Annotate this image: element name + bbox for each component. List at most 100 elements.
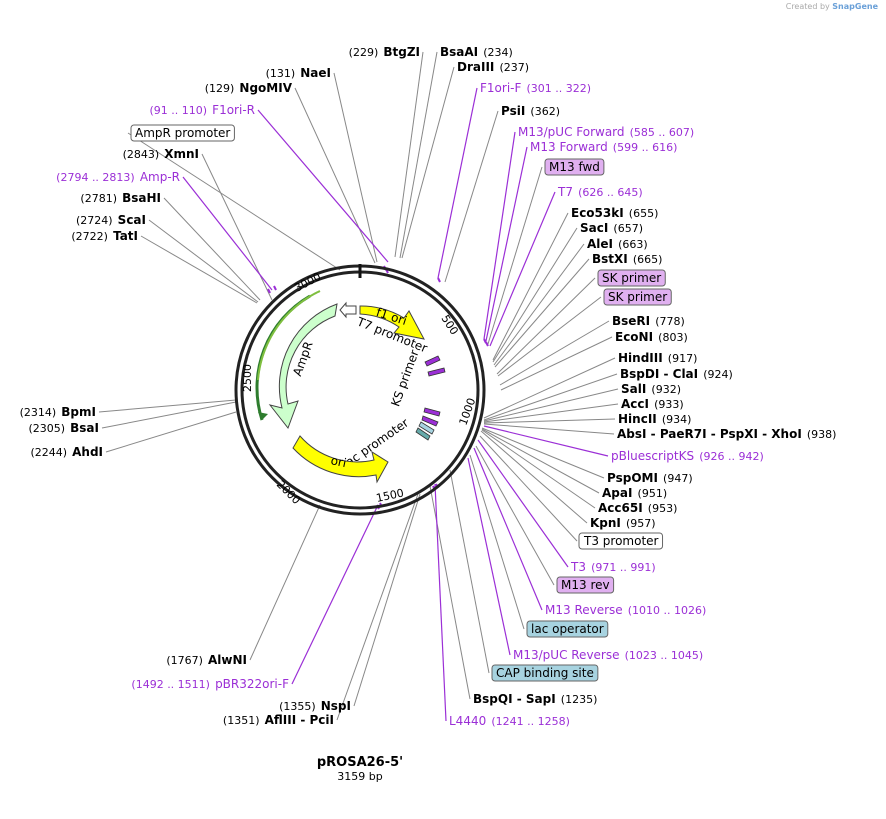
annotation-bsaai: BsaAI (234) bbox=[440, 45, 513, 59]
position-naei: (131) bbox=[266, 67, 296, 80]
annotation-sk-primer: SK primer bbox=[603, 288, 672, 306]
name-bsai: BsaI bbox=[70, 421, 99, 435]
leader-line-apai bbox=[481, 428, 600, 494]
position-bseri: (778) bbox=[655, 315, 685, 328]
position-kpni: (957) bbox=[626, 517, 656, 530]
annotation-draiii: DraIII (237) bbox=[457, 60, 529, 74]
leader-line-t3-promoter bbox=[479, 435, 578, 542]
leader-line-hincii bbox=[483, 418, 616, 424]
label-apai: ApaI (951) bbox=[602, 482, 667, 501]
name-xmni: XmnI bbox=[164, 147, 199, 161]
name-m13-reverse: M13 Reverse bbox=[545, 603, 623, 617]
name-alwni: AlwNI bbox=[208, 653, 247, 667]
label-alei: AleI (663) bbox=[587, 233, 648, 252]
feature-label-sk-primer: SK primer bbox=[608, 290, 667, 304]
credit-prefix: Created by bbox=[785, 2, 830, 11]
name-bseri: BseRI bbox=[612, 314, 650, 328]
label-m13-forward: M13 Forward (599 .. 616) bbox=[530, 136, 677, 155]
position-apai: (951) bbox=[638, 487, 668, 500]
name-tati: TatI bbox=[113, 229, 138, 243]
position-hincii: (934) bbox=[662, 413, 692, 426]
label-l4440: L4440 (1241 .. 1258) bbox=[449, 710, 570, 729]
annotation-f1ori-r: (91 .. 110) F1ori-R bbox=[150, 99, 255, 118]
name-amp-r: Amp-R bbox=[140, 170, 180, 184]
leader-line-tati bbox=[140, 235, 258, 304]
feature-label-t3-promoter: T3 promoter bbox=[583, 534, 659, 548]
leader-line-xmni bbox=[201, 153, 273, 301]
name-f1ori-f: F1ori-F bbox=[480, 81, 521, 95]
leader-line-t3 bbox=[477, 439, 569, 568]
name-acc65i: Acc65I bbox=[598, 501, 643, 515]
annotation-m13-puc-forward: M13/pUC Forward (585 .. 607) bbox=[518, 125, 694, 139]
label-m13-puc-reverse: M13/pUC Reverse (1023 .. 1045) bbox=[513, 644, 703, 663]
name-draiii: DraIII bbox=[457, 60, 494, 74]
label-absi-paer7i-pspxi-xhoi: AbsI - PaeR7I - PspXI - XhoI (938) bbox=[617, 423, 836, 442]
annotation-absi-paer7i-pspxi-xhoi: AbsI - PaeR7I - PspXI - XhoI (938) bbox=[617, 423, 836, 442]
feature-ori: ori bbox=[292, 435, 389, 484]
tick-2500: 2500 bbox=[241, 364, 254, 392]
leader-line-bsaai bbox=[399, 51, 438, 259]
feature-label-ampr-promoter: AmpR promoter bbox=[135, 126, 230, 140]
leader-line-amp-r bbox=[182, 176, 273, 291]
label-naei: (131) NaeI bbox=[266, 62, 331, 81]
position-scai: (2724) bbox=[76, 214, 113, 227]
position-alei: (663) bbox=[618, 238, 648, 251]
feature-ampr: AmpR bbox=[255, 290, 338, 430]
label-ngomiv: (129) NgoMIV bbox=[205, 77, 293, 96]
name-sali: SalI bbox=[621, 382, 646, 396]
name-saci: SacI bbox=[580, 221, 608, 235]
label-alwni: (1767) AlwNI bbox=[166, 649, 247, 668]
name-psii: PsiI bbox=[501, 104, 525, 118]
annotation-m13-reverse: M13 Reverse (1010 .. 1026) bbox=[545, 603, 706, 617]
label-scai: (2724) ScaI bbox=[76, 209, 146, 228]
leader-line-m13-reverse bbox=[473, 447, 543, 611]
feature-box-sk-primer bbox=[597, 269, 666, 287]
name-pbr322ori-f: pBR322ori-F bbox=[215, 677, 289, 691]
position-alwni: (1767) bbox=[166, 654, 203, 667]
annotation-econi: EcoNI (803) bbox=[615, 330, 688, 344]
label-pbr322ori-f: (1492 .. 1511) pBR322ori-F bbox=[131, 673, 289, 692]
position-bspqi-sapi: (1235) bbox=[561, 693, 598, 706]
label-hincii: HincII (934) bbox=[618, 408, 691, 427]
annotation-kpni: KpnI (957) bbox=[590, 516, 656, 530]
leader-line-alwni bbox=[249, 504, 321, 661]
position-f1ori-r: (91 .. 110) bbox=[150, 104, 208, 117]
leader-line-kpni bbox=[480, 430, 588, 524]
leader-line-bseri bbox=[499, 320, 610, 386]
position-acci: (933) bbox=[654, 398, 684, 411]
leader-line-hindiii bbox=[483, 357, 616, 419]
label-bsai: (2305) BsaI bbox=[28, 417, 99, 436]
leader-line-m13-puc-reverse bbox=[467, 457, 511, 656]
label-bstxi: BstXI (665) bbox=[592, 248, 662, 267]
position-pbr322ori-f: (1492 .. 1511) bbox=[131, 678, 210, 691]
tick-2000: 2000 bbox=[274, 478, 303, 507]
leader-line-bsahi bbox=[163, 197, 261, 301]
position-pbluescriptks: (926 .. 942) bbox=[699, 450, 764, 463]
leader-line-l4440 bbox=[434, 483, 447, 722]
label-pbluescriptks: pBluescriptKS (926 .. 942) bbox=[611, 445, 764, 464]
leader-line-sk-primer bbox=[496, 277, 596, 375]
leader-line-m13-fwd bbox=[487, 166, 543, 345]
name-bsahi: BsaHI bbox=[122, 191, 161, 205]
feature-box-ampr-promoter bbox=[130, 124, 235, 142]
position-draiii: (237) bbox=[499, 61, 529, 74]
annotation-bsai: (2305) BsaI bbox=[28, 417, 99, 436]
leader-line-acci bbox=[483, 403, 619, 423]
site-marker bbox=[273, 285, 277, 291]
annotation-btgzi: (229) BtgZI bbox=[349, 45, 420, 59]
annotation-hindiii: HindIII (917) bbox=[618, 351, 697, 365]
leader-line-m13-puc-forward bbox=[483, 131, 516, 340]
name-btgzi: BtgZI bbox=[383, 45, 420, 59]
name-bspdi-clai: BspDI - ClaI bbox=[620, 367, 698, 381]
name-pspomi: PspOMI bbox=[607, 471, 658, 485]
leader-line-psii bbox=[444, 110, 499, 283]
name-apai: ApaI bbox=[602, 486, 632, 500]
feature-label-lac-operator: lac operator bbox=[531, 622, 604, 636]
label-bspdi-clai: BspDI - ClaI (924) bbox=[620, 363, 733, 382]
annotation-acc65i: Acc65I (953) bbox=[598, 501, 677, 515]
label-f1ori-r: (91 .. 110) F1ori-R bbox=[150, 99, 255, 118]
annotation-apai: ApaI (951) bbox=[602, 482, 667, 501]
position-afliii-pcii: (1351) bbox=[223, 714, 260, 727]
annotation-bspqi-sapi: BspQI - SapI (1235) bbox=[473, 692, 598, 706]
plasmid-backbone bbox=[234, 264, 486, 516]
